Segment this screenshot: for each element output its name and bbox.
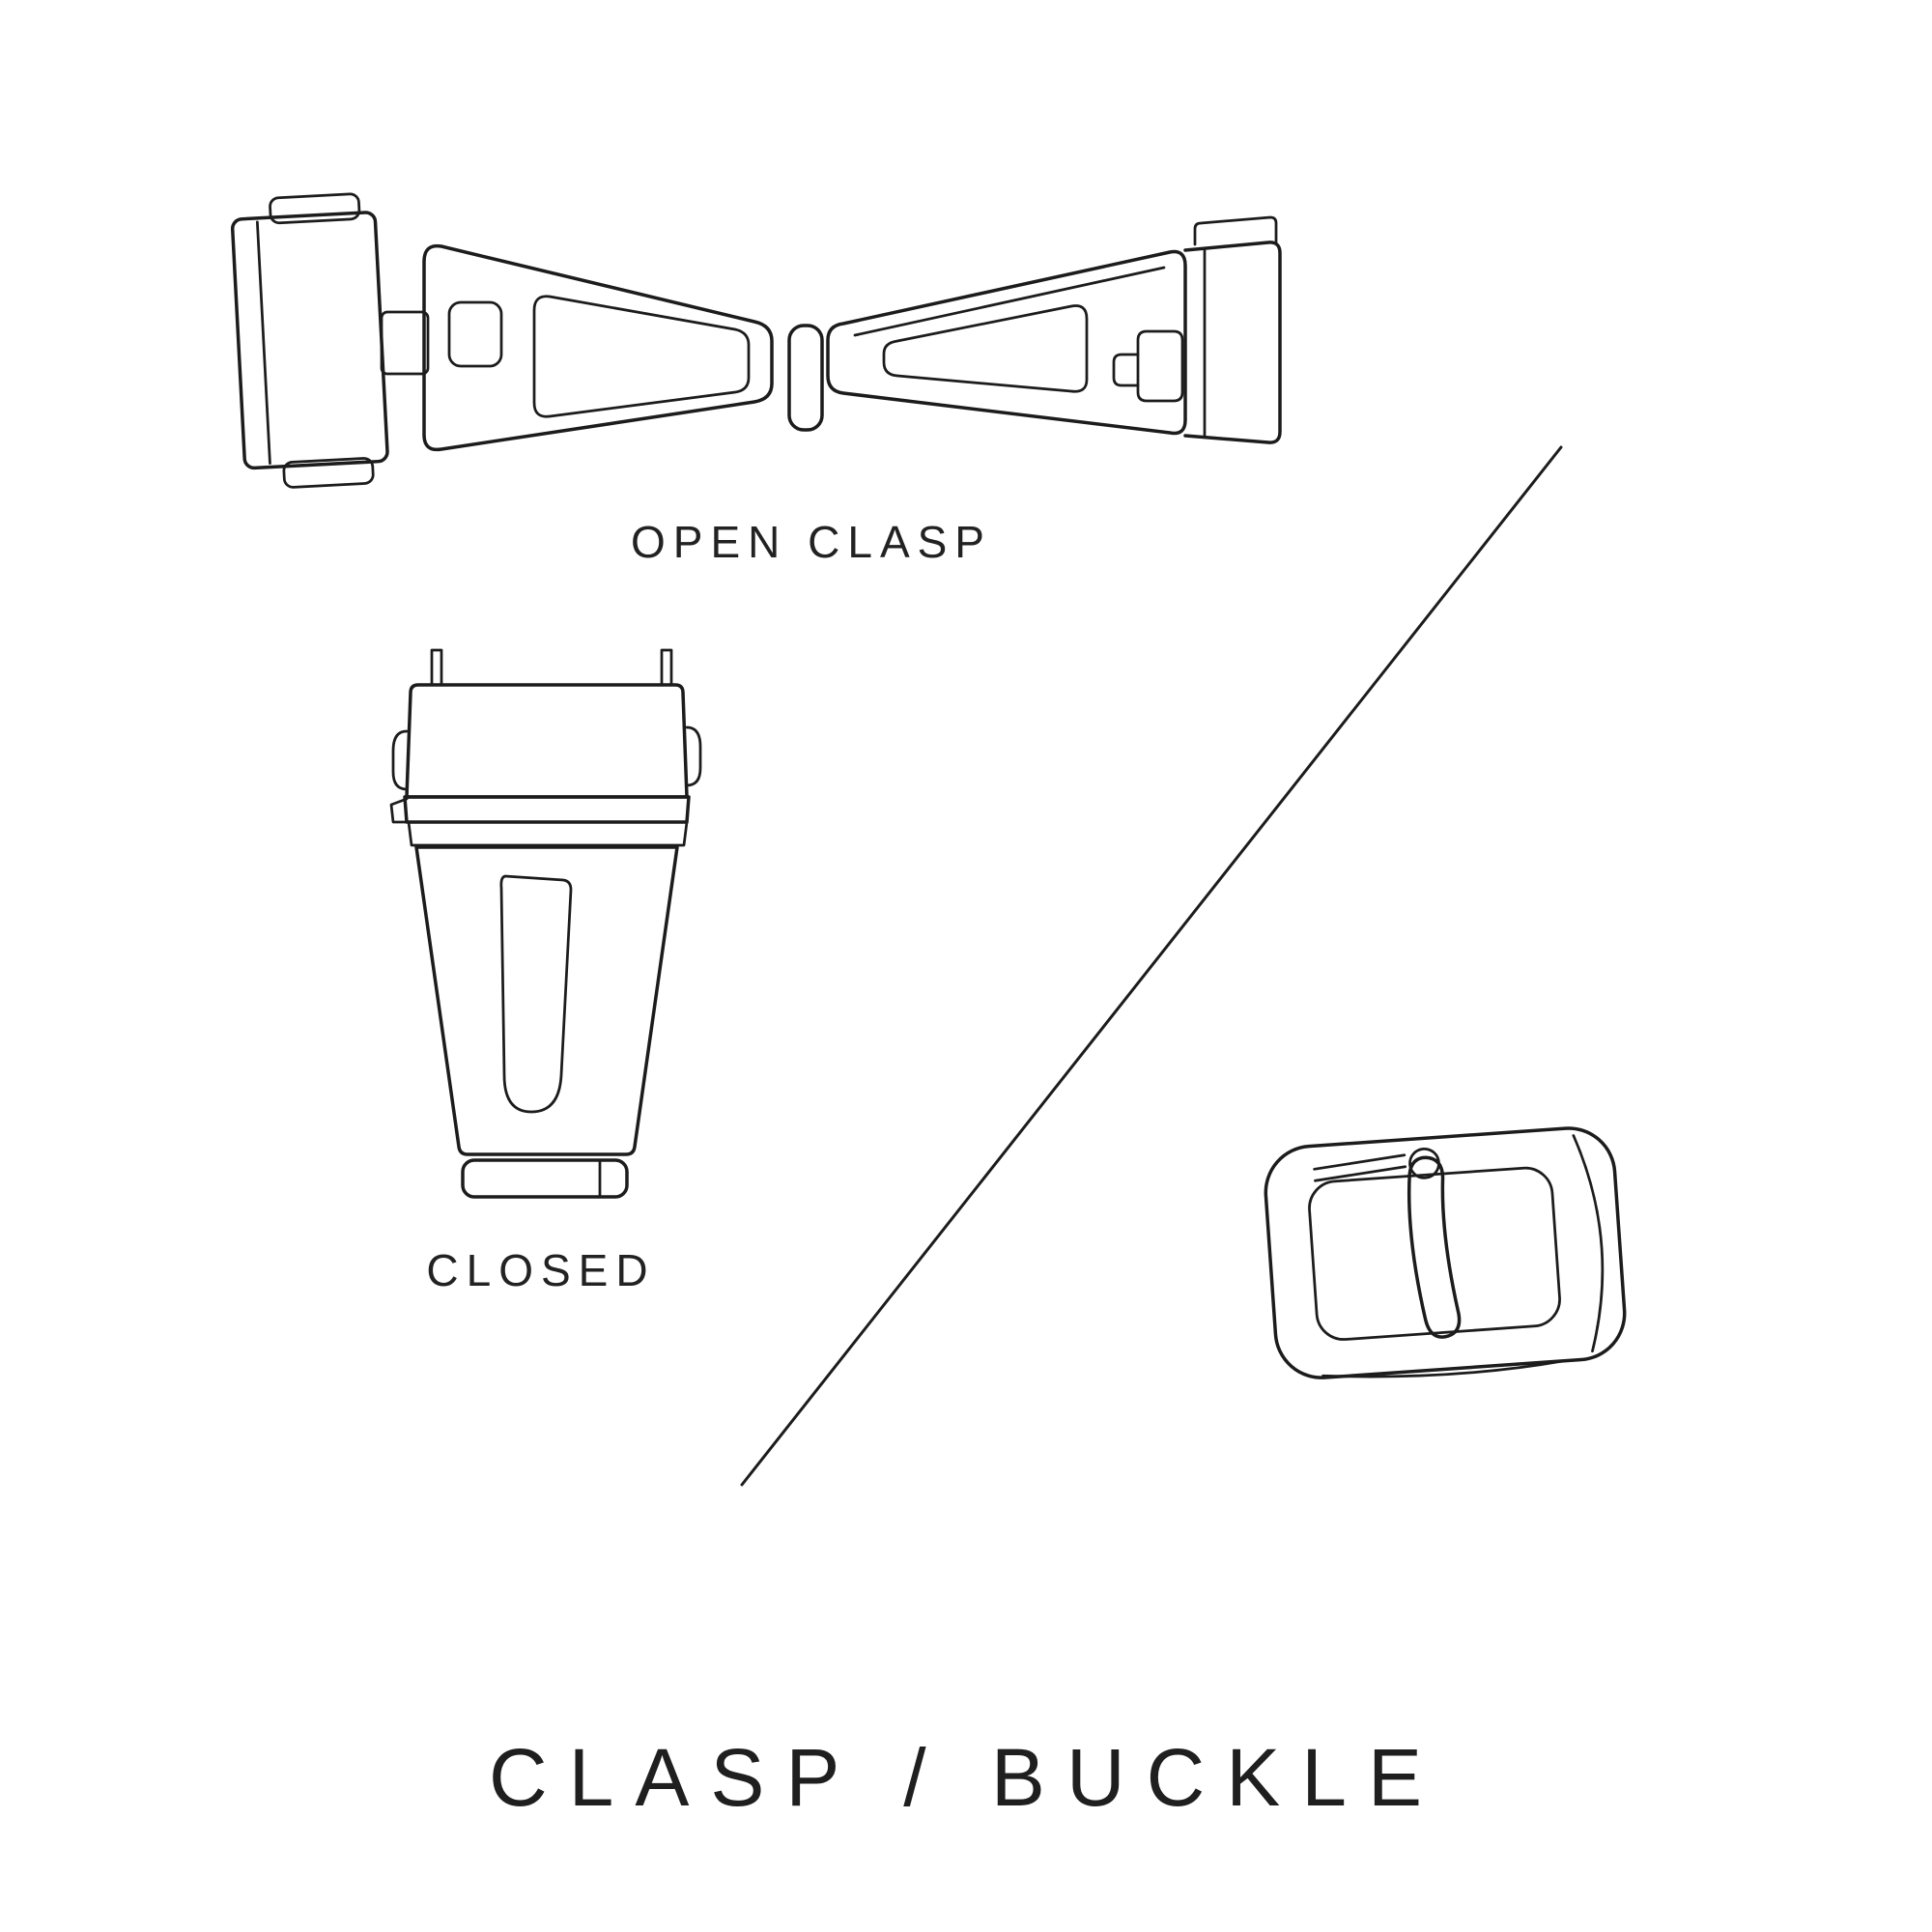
open-clasp-right-blade — [826, 249, 1187, 436]
closed-clasp-prongs — [430, 648, 673, 687]
buckle-pin — [1406, 1147, 1462, 1339]
closed-clasp-cover — [391, 683, 702, 799]
buckle-frame — [1264, 1126, 1627, 1379]
closed-clasp-band-stripes — [389, 795, 691, 847]
buckle-axle — [1313, 1153, 1407, 1182]
closed-clasp-body — [414, 845, 679, 1156]
open-clasp-label: OPEN CLASP — [631, 517, 992, 567]
closed-label: CLOSED — [426, 1245, 656, 1295]
open-clasp-hinge — [787, 324, 824, 432]
buckle-illustration — [1264, 1126, 1627, 1379]
open-clasp-left-end-link — [230, 192, 389, 489]
page-title: CLASP / BUCKLE — [488, 1732, 1444, 1823]
open-clasp-right-end-link — [1183, 215, 1282, 444]
diagonal-divider-line — [740, 445, 1563, 1487]
open-clasp-illustration — [230, 192, 1282, 489]
open-clasp-left-blade — [380, 243, 774, 452]
closed-clasp-illustration — [389, 648, 702, 1199]
closed-clasp-end-piece — [461, 1158, 629, 1199]
